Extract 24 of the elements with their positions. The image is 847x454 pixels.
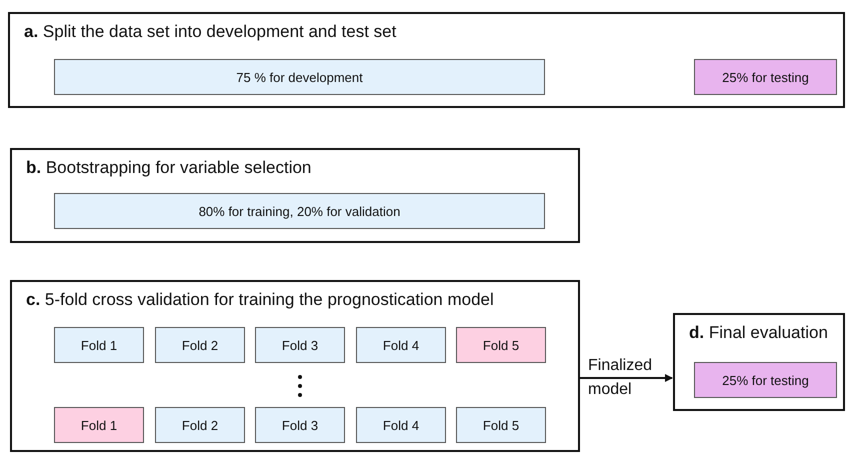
data-split-box: Fold 3 (255, 407, 345, 443)
section-title: a. Split the data set into development and test set (24, 22, 396, 42)
section-title: c. 5-fold cross validation for training the prognostication model (26, 290, 494, 310)
data-split-box: Fold 4 (356, 407, 446, 443)
section-title: b. Bootstrapping for variable selection (26, 158, 312, 178)
data-split-box: Fold 2 (155, 407, 245, 443)
section-panel (8, 12, 845, 108)
edge-label: Finalized model (588, 356, 654, 400)
data-split-box: 75 % for development (54, 59, 545, 95)
section-panel (673, 313, 845, 411)
data-split-box: Fold 1 (54, 327, 144, 363)
data-split-box: Fold 2 (155, 327, 245, 363)
section-title: d. Final evaluation (689, 323, 828, 343)
section-panel (10, 280, 580, 452)
data-split-box: 80% for training, 20% for validation (54, 193, 545, 229)
data-split-box: Fold 5 (456, 327, 546, 363)
data-split-box: Fold 1 (54, 407, 144, 443)
data-split-box: Fold 4 (356, 327, 446, 363)
data-split-box: 25% for testing (694, 362, 837, 398)
data-split-box: Fold 5 (456, 407, 546, 443)
data-split-box: Fold 3 (255, 327, 345, 363)
section-panel (10, 148, 580, 243)
arrow (580, 374, 673, 382)
data-split-box: 25% for testing (694, 59, 837, 95)
